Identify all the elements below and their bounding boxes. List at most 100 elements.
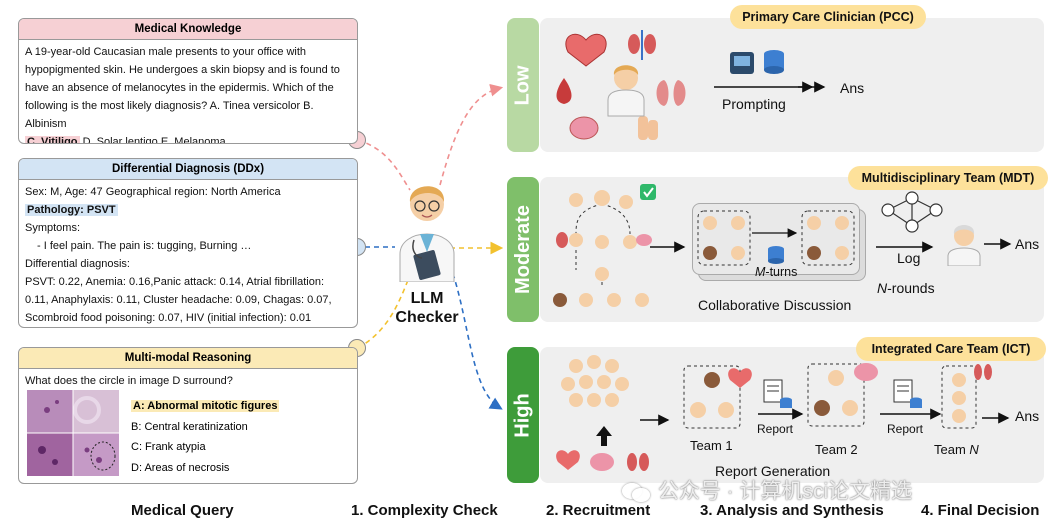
database-icon xyxy=(764,50,784,74)
tag-ict: Integrated Care Team (ICT) xyxy=(856,337,1046,361)
mk-line: hypopigmented skin. He undergoes a skin … xyxy=(25,64,340,76)
mk-line: following is the most likely diagnosis? … xyxy=(25,100,314,130)
report-label-1: Report xyxy=(757,422,794,436)
n-rounds-n: N xyxy=(877,280,888,296)
mm-question: What does the circle in image D surround… xyxy=(25,375,233,387)
llm-checker-line2: Checker xyxy=(395,309,459,326)
ddx-dd-label: Differential diagnosis: xyxy=(25,258,130,270)
mk-line: have an absence of melanocytes in the ep… xyxy=(25,82,334,94)
ddx-dd-line: 0.11, Anaphylaxis: 0.11, Cluster headach… xyxy=(25,294,332,306)
ddx-pathology-row: Pathology: PSVT xyxy=(25,201,351,219)
mm-options: A: Abnormal mitotic figures B: Central k… xyxy=(131,396,280,478)
teamN-label: Team N xyxy=(934,442,979,457)
step-complexity-check: 1. Complexity Check xyxy=(351,502,498,519)
doctor-avatar-icon xyxy=(399,186,455,282)
collab-discussion-graphic xyxy=(697,210,855,266)
yellow-connector xyxy=(357,269,413,349)
medical-knowledge-title: Medical Knowledge xyxy=(19,19,357,40)
watermark-text: 公众号 · 计算机sci论文精选 xyxy=(657,480,913,503)
tag-mdt: Multidisciplinary Team (MDT) xyxy=(848,166,1048,190)
teamN-text: Team xyxy=(934,442,970,457)
mk-answer-line: C. Vitiligo D. Solar lentigo E. Melanoma xyxy=(25,133,351,144)
checkmark-icon xyxy=(640,184,656,200)
mk-line: A 19-year-old Caucasian male presents to… xyxy=(25,46,307,58)
histology-image xyxy=(27,390,119,476)
step-medical-query: Medical Query xyxy=(131,502,234,519)
ict-arrow-1 xyxy=(640,414,670,426)
ict-crowd-group xyxy=(556,355,649,471)
level-moderate: Moderate xyxy=(507,177,539,322)
mm-option-b: B: Central keratinization xyxy=(131,420,248,433)
ddx-box: Differential Diagnosis (DDx) Sex: M, Age… xyxy=(18,158,358,328)
level-low-label: Low xyxy=(511,65,534,105)
llm-checker-line1: LLM xyxy=(410,290,444,307)
ddx-title: Differential Diagnosis (DDx) xyxy=(19,159,357,180)
blood-drop-icon xyxy=(556,78,572,104)
doctor-icon xyxy=(607,65,645,117)
mdt-final-doctor-icon xyxy=(947,225,981,266)
n-rounds-label: N-rounds xyxy=(877,280,935,296)
to-high-arrow xyxy=(449,264,503,410)
brain-icon xyxy=(590,453,614,471)
report-generation-label: Report Generation xyxy=(715,463,831,479)
report-icon-2 xyxy=(880,379,942,420)
team1-label: Team 1 xyxy=(690,438,733,453)
brain-icon xyxy=(854,363,878,381)
level-moderate-label: Moderate xyxy=(511,205,534,294)
ddx-pathology: Pathology: PSVT xyxy=(25,204,118,216)
mk-rest: D. Solar lentigo E. Melanoma xyxy=(79,136,226,144)
ddx-symptoms: Symptoms: xyxy=(25,222,81,234)
database-icon xyxy=(768,246,784,264)
ddx-line1: Sex: M, Age: 47 Geographical region: Nor… xyxy=(25,186,281,198)
collab-label: Collaborative Discussion xyxy=(698,297,852,313)
kidney-icon xyxy=(974,364,992,380)
mdt-arrow-3 xyxy=(984,238,1012,250)
lungs-icon xyxy=(656,80,686,106)
mm-option-c: C: Frank atypia xyxy=(131,441,206,453)
report-icon-1 xyxy=(758,379,804,420)
mm-title: Multi-modal Reasoning xyxy=(19,348,357,369)
brain-icon xyxy=(569,116,599,140)
mdt-arrow-1 xyxy=(650,241,686,253)
mm-option-d: D: Areas of necrosis xyxy=(131,461,230,474)
level-high: High xyxy=(507,347,539,483)
wechat-icon xyxy=(622,481,652,503)
team2-graphic xyxy=(807,363,878,427)
llm-checker-label: LLM Checker xyxy=(392,289,462,327)
step-recruitment: 2. Recruitment xyxy=(546,502,651,519)
ddx-symptom-item: - I feel pain. The pain is: tugging, Bur… xyxy=(37,240,252,252)
network-icon xyxy=(881,191,943,233)
heart-icon xyxy=(728,368,752,388)
m-turns-m: M xyxy=(755,265,766,279)
mdt-ans-label: Ans xyxy=(1015,236,1040,252)
low-organs-group xyxy=(556,30,686,140)
team2-label: Team 2 xyxy=(815,442,858,457)
medical-knowledge-box: Medical Knowledge A 19-year-old Caucasia… xyxy=(18,18,358,144)
heart-icon xyxy=(565,33,607,67)
n-rounds-rest: -rounds xyxy=(887,280,935,296)
ddx-dd-line: Scombroid food poisoning: 0.07, HIV (ini… xyxy=(25,312,312,324)
mm-option-a-row: A: Abnormal mitotic figures xyxy=(131,396,280,417)
log-label: Log xyxy=(897,250,921,266)
team1-graphic xyxy=(683,365,752,429)
step-final-decision: 4. Final Decision xyxy=(921,502,1040,519)
joint-icon xyxy=(638,116,658,140)
report-label-2: Report xyxy=(887,422,924,436)
ict-arrow-2 xyxy=(982,412,1010,424)
m-turns-rest: -turns xyxy=(765,265,798,279)
heart-icon xyxy=(556,450,580,470)
up-arrow-icon xyxy=(596,426,612,446)
kidney-icon xyxy=(628,30,656,60)
ddx-dd-line: PSVT: 0.22, Anemia: 0.16,Panic attack: 0… xyxy=(25,276,324,288)
mm-option-a: A: Abnormal mitotic figures xyxy=(131,400,280,412)
teamN-graphic xyxy=(941,364,992,429)
to-low-arrow xyxy=(439,83,504,186)
prompting-label: Prompting xyxy=(722,96,786,112)
tag-pcc: Primary Care Clinician (PCC) xyxy=(730,5,926,29)
multimodal-box: Multi-modal Reasoning What does the circ… xyxy=(18,347,358,484)
ict-ans-label: Ans xyxy=(1015,408,1040,424)
low-ans-label: Ans xyxy=(840,80,865,96)
watermark: 公众号 · 计算机sci论文精选 xyxy=(622,475,912,505)
level-low: Low xyxy=(507,18,539,152)
